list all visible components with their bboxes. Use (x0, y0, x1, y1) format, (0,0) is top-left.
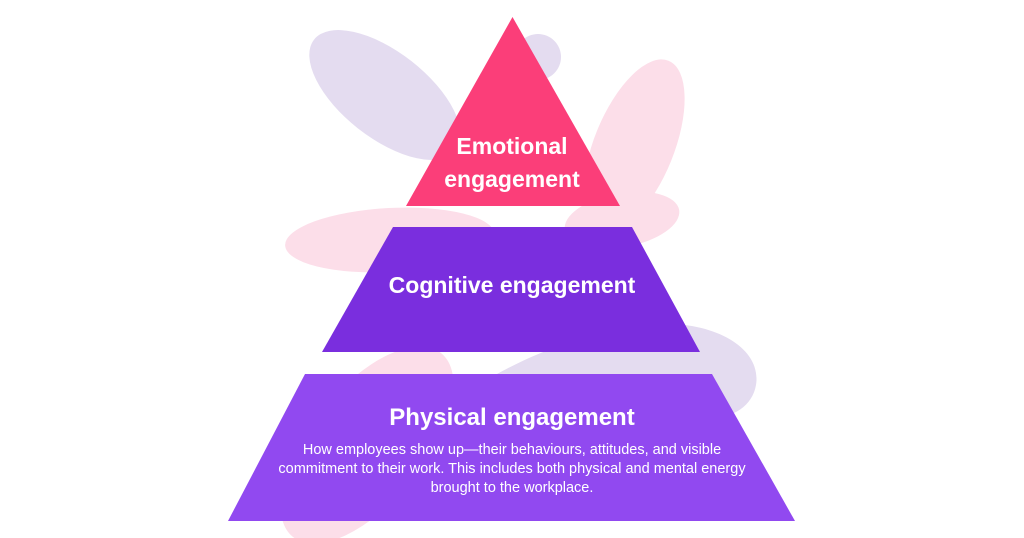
pyramid-level-emotional-shape (406, 17, 620, 206)
blob-lavender-top-left (309, 30, 461, 160)
pyramid-level-physical-shape (228, 374, 795, 521)
level-emotional-label: Emotional engagement (444, 133, 580, 192)
level-physical-label: Physical engagement (389, 404, 635, 431)
pyramid-level-cognitive-shape (322, 227, 700, 352)
level-cognitive-label: Cognitive engagement (388, 272, 636, 298)
level-physical-description: How employees show up—their behaviours, … (278, 442, 746, 496)
